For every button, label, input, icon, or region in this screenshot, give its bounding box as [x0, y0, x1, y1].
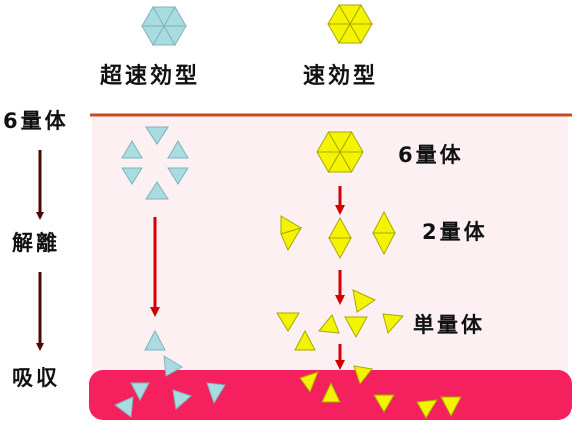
- rapid-header: 速効型: [303, 64, 379, 89]
- yellow-hexagon-icon: [327, 4, 373, 44]
- rapid-label-monomer: 単量体: [413, 313, 485, 337]
- ultra-monomers: [144, 329, 183, 377]
- stage-label-absorption: 吸収: [12, 366, 60, 390]
- stage-label-hexamer: 6量体: [3, 109, 69, 133]
- rapid-monomers: [276, 289, 405, 351]
- stage-label-dissociation: 解離: [12, 231, 60, 255]
- rapid-dimers: [280, 210, 396, 260]
- ultra-rapid-header: 超速効型: [100, 64, 201, 89]
- ultra-absorbed-monomers: [114, 382, 226, 418]
- rapid-absorbed-monomers: [299, 365, 462, 419]
- rapid-label-dimer: 2量体: [422, 220, 488, 244]
- teal-hexagon-icon: [141, 6, 187, 46]
- rapid-hexamer: [316, 130, 364, 174]
- rapid-label-hexamer: 6量体: [398, 143, 464, 167]
- ultra-dispersed-hexamer: [121, 126, 189, 200]
